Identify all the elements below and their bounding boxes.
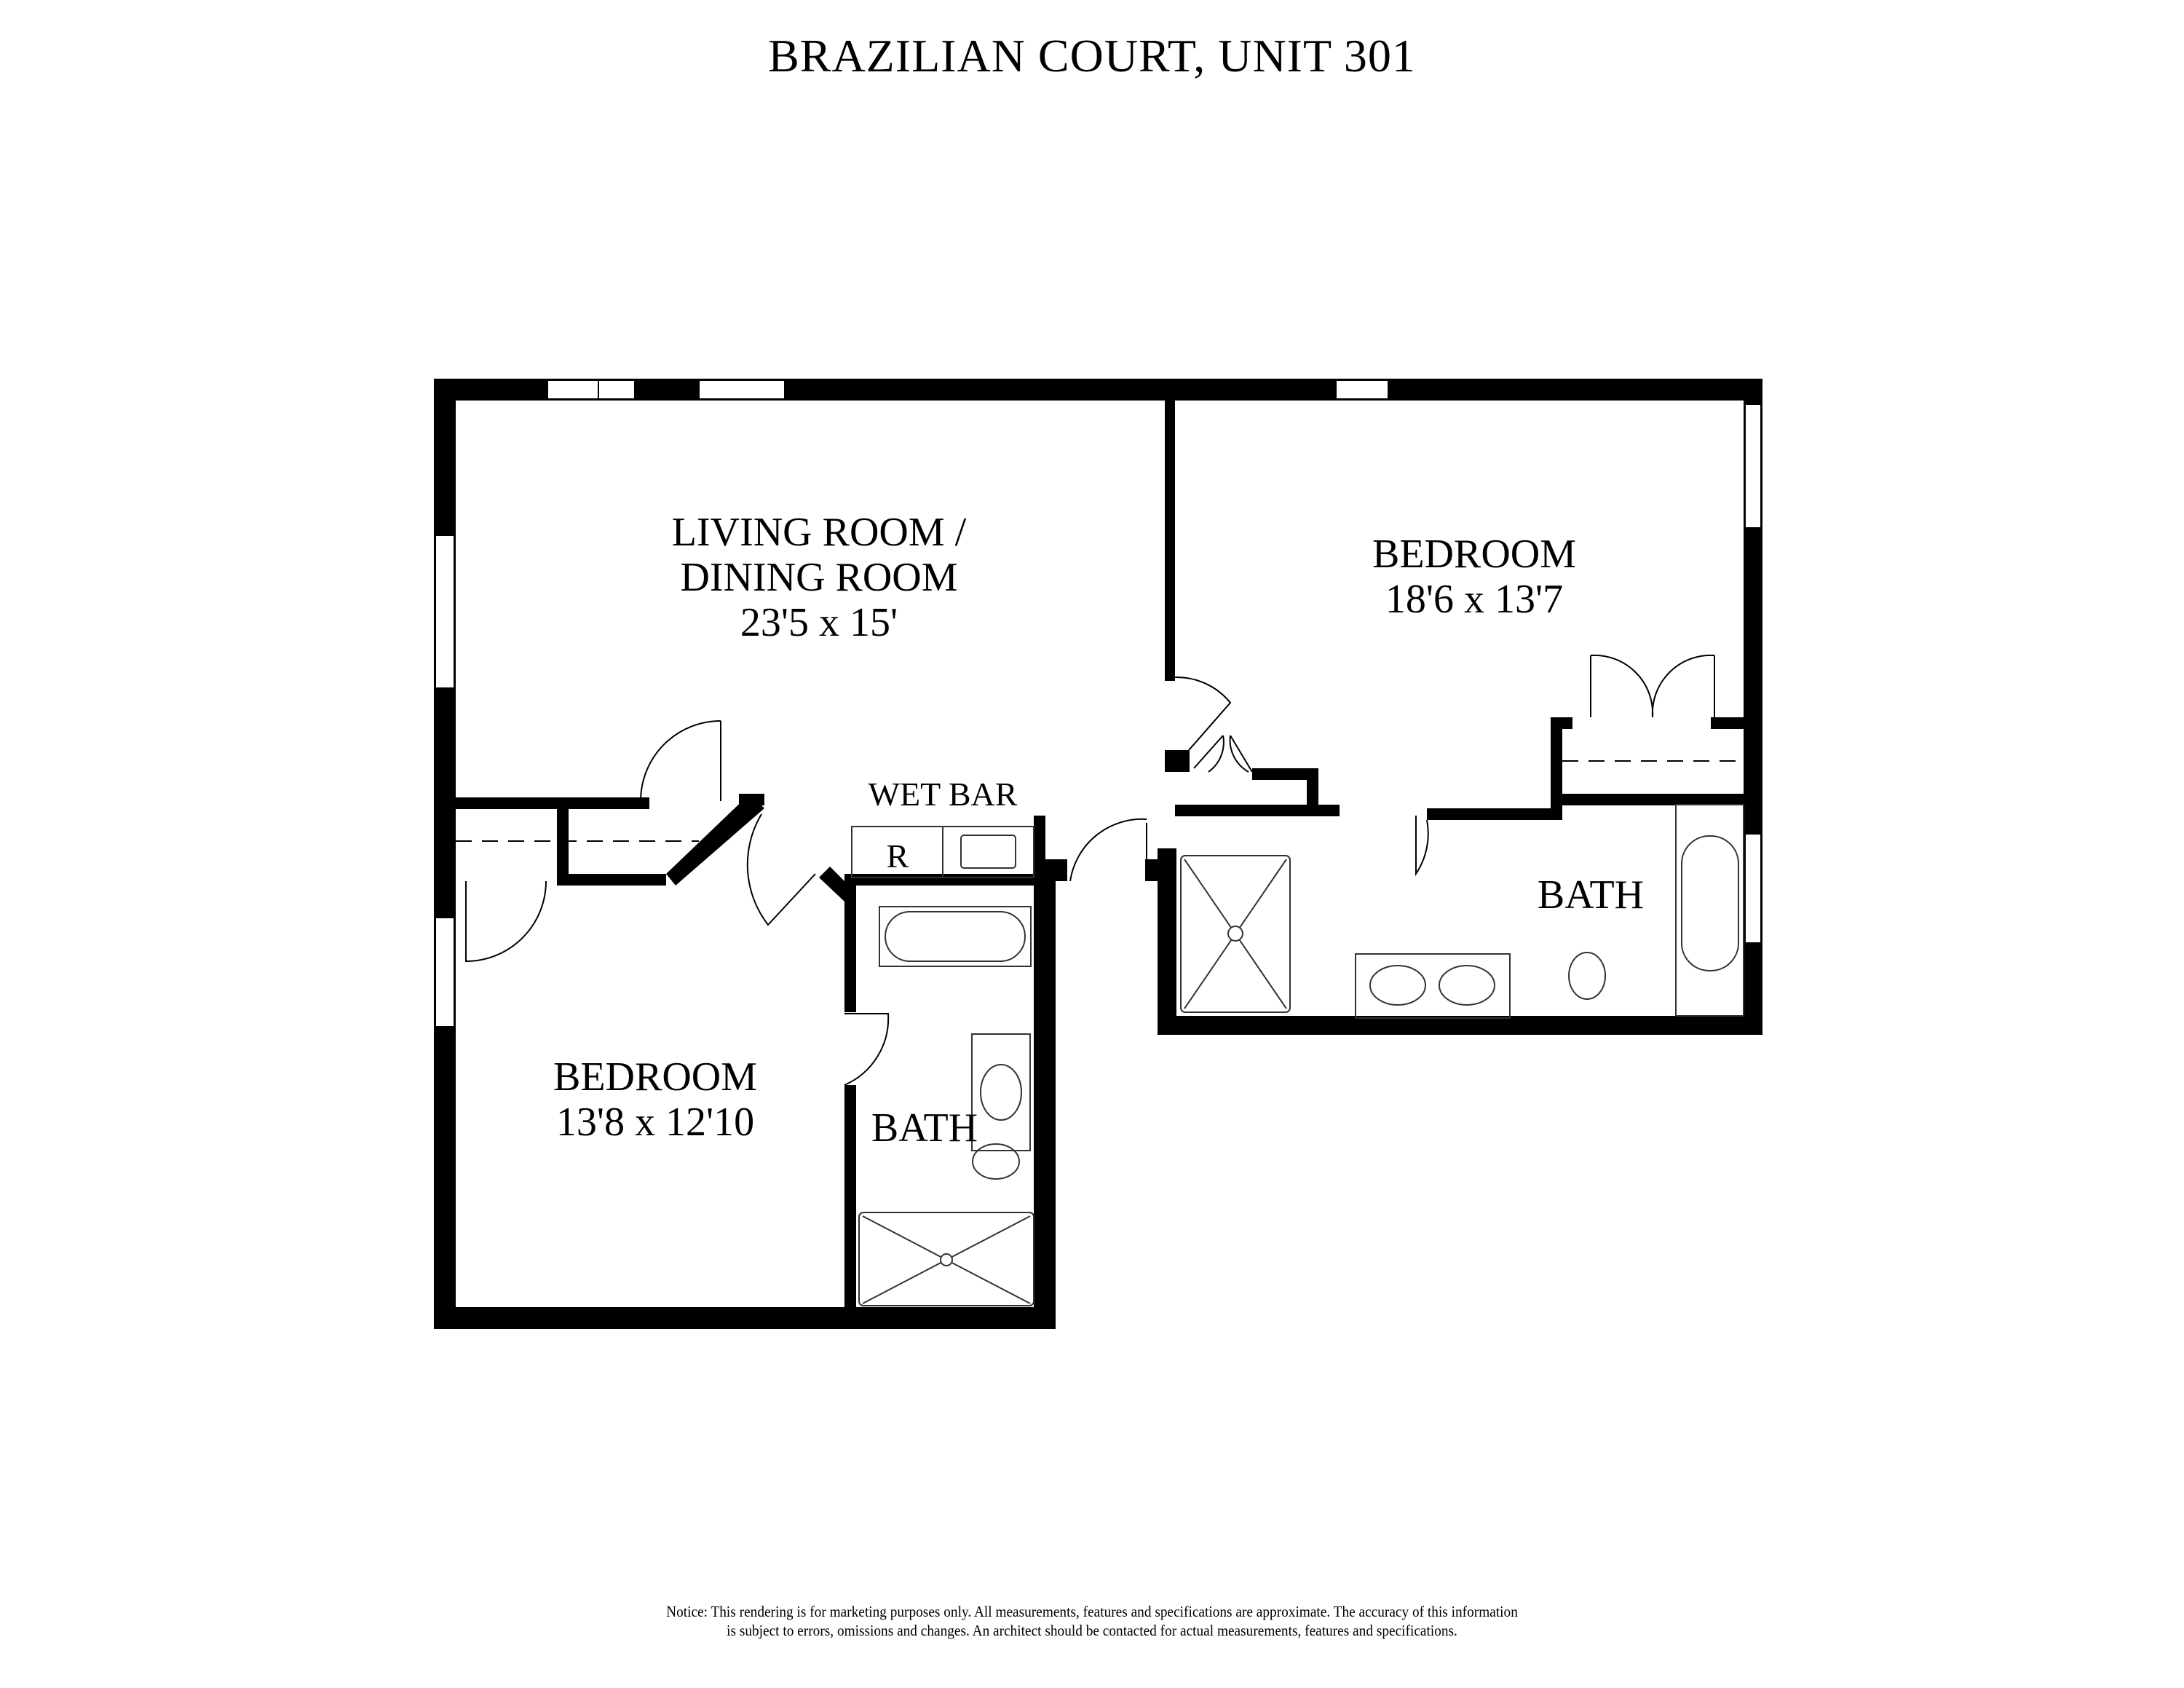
bedroom-right-label: BEDROOM 18'6 x 13'7: [1372, 532, 1577, 622]
door-swings: [465, 654, 1715, 1086]
fridge-label: R: [886, 837, 909, 875]
disclaimer-notice: Notice: This rendering is for marketing …: [666, 1603, 1518, 1639]
closet-dashes: [456, 760, 1744, 842]
wet-bar-label: WET BAR: [868, 776, 1018, 813]
exterior-walls: [434, 379, 1762, 1329]
fixtures: [851, 804, 1744, 1306]
bath-left-label: BATH: [871, 1105, 978, 1151]
bedroom-left-label: BEDROOM 13'8 x 12'10: [553, 1054, 758, 1145]
windows: [435, 379, 1762, 1028]
bath-right-label: BATH: [1537, 872, 1645, 918]
interior-walls: [453, 717, 1746, 1311]
living-room-label: LIVING ROOM / DINING ROOM 23'5 x 15': [671, 510, 967, 645]
page-title: BRAZILIAN COURT, UNIT 301: [768, 30, 1416, 82]
